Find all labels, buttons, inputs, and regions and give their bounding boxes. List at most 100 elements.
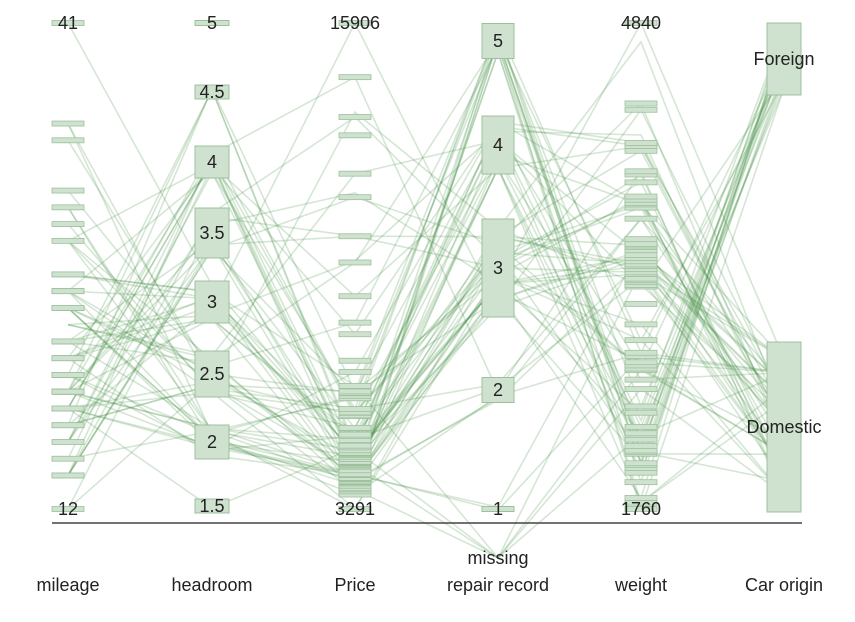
price-value-mark (338, 506, 372, 512)
record-line (67, 86, 785, 496)
mileage-value-mark (51, 422, 85, 429)
weight-value-mark (624, 106, 658, 113)
repair-category-label: 1 (493, 499, 503, 519)
record-line (67, 260, 785, 481)
headroom-category-box (194, 84, 230, 100)
record-line (67, 102, 785, 476)
price-value-mark (338, 442, 372, 449)
record-line (67, 39, 785, 361)
weight-value-mark (624, 424, 658, 430)
mileage-max-label: 41 (58, 13, 78, 33)
headroom-category-box (194, 145, 230, 179)
record-line (67, 21, 785, 510)
weight-value-mark (624, 430, 658, 437)
headroom-category-box (194, 498, 230, 514)
record-line (67, 274, 785, 511)
record-line (67, 273, 785, 560)
record-line (67, 27, 785, 444)
record-line (67, 47, 785, 476)
record-line (67, 155, 785, 455)
record-line (67, 22, 785, 468)
record-line (67, 52, 785, 449)
weight-value-mark (624, 359, 658, 366)
price-value-mark (338, 233, 372, 240)
weight-value-mark (624, 215, 658, 222)
record-line (67, 240, 785, 482)
axis-label-mileage: mileage (36, 575, 99, 595)
weight-value-mark (624, 252, 658, 258)
mileage-value-mark (51, 304, 85, 311)
weight-value-mark (624, 20, 658, 26)
weight-max-label: 4840 (621, 13, 661, 33)
record-line (67, 125, 785, 476)
record-line (67, 269, 785, 560)
headroom-category-label: 2.5 (199, 364, 224, 384)
record-line (67, 277, 785, 469)
mileage-value-mark (51, 439, 85, 445)
weight-value-mark (624, 179, 658, 186)
headroom-category-box (194, 20, 230, 26)
record-line (67, 40, 785, 510)
record-line (67, 235, 785, 452)
record-line (67, 273, 785, 559)
weight-value-mark (624, 386, 658, 392)
record-line (67, 21, 785, 401)
record-line (67, 64, 785, 371)
price-value-mark (338, 132, 372, 139)
record-line (67, 231, 785, 480)
record-line (67, 41, 785, 512)
weight-value-mark (624, 147, 658, 154)
mileage-value-mark (51, 271, 85, 278)
weight-value-mark (624, 337, 658, 344)
weight-min-label: 1760 (621, 499, 661, 519)
price-value-mark (338, 259, 372, 266)
record-line (67, 257, 785, 454)
headroom-category-label: 3 (207, 292, 217, 312)
record-line (67, 149, 785, 443)
record-line (67, 290, 785, 480)
price-value-mark (338, 20, 372, 26)
repair-category-label: 3 (493, 258, 503, 278)
headroom-category-label: 5 (207, 13, 217, 33)
record-line (67, 274, 785, 496)
repair-category-label: 5 (493, 31, 503, 51)
record-line (67, 38, 785, 484)
axis-label-headroom: headroom (171, 575, 252, 595)
headroom-category-box (194, 280, 230, 324)
record-line (67, 30, 785, 410)
record-line (67, 235, 785, 485)
headroom-category-box (194, 424, 230, 460)
mileage-value-mark (51, 120, 85, 127)
record-line (67, 76, 785, 496)
headroom-category-label: 2 (207, 432, 217, 452)
record-line (67, 120, 785, 510)
price-value-mark (338, 194, 372, 201)
headroom-category-box (194, 350, 230, 398)
weight-value-mark (624, 349, 658, 356)
weight-value-mark (624, 442, 658, 449)
mileage-value-mark (51, 372, 85, 378)
record-line (67, 27, 785, 493)
record-line (67, 235, 785, 472)
mileage-value-mark (51, 388, 85, 395)
weight-value-mark (624, 495, 658, 501)
repair-category-box (481, 23, 515, 59)
price-value-mark (338, 406, 372, 412)
record-line (67, 47, 785, 477)
record-line (67, 115, 785, 476)
weight-value-mark (624, 140, 658, 146)
mileage-value-mark (51, 355, 85, 362)
record-line (67, 203, 785, 455)
weight-value-mark (624, 479, 658, 486)
record-line (67, 70, 785, 475)
price-value-mark (338, 388, 372, 395)
repair-category-box (481, 115, 515, 175)
record-line (67, 70, 785, 442)
mileage-value-mark (51, 472, 85, 479)
record-lines (67, 21, 785, 560)
weight-value-mark (624, 403, 658, 410)
record-line (67, 35, 785, 442)
headroom-category-label: 4 (207, 152, 217, 172)
repair-category-box (481, 506, 515, 512)
